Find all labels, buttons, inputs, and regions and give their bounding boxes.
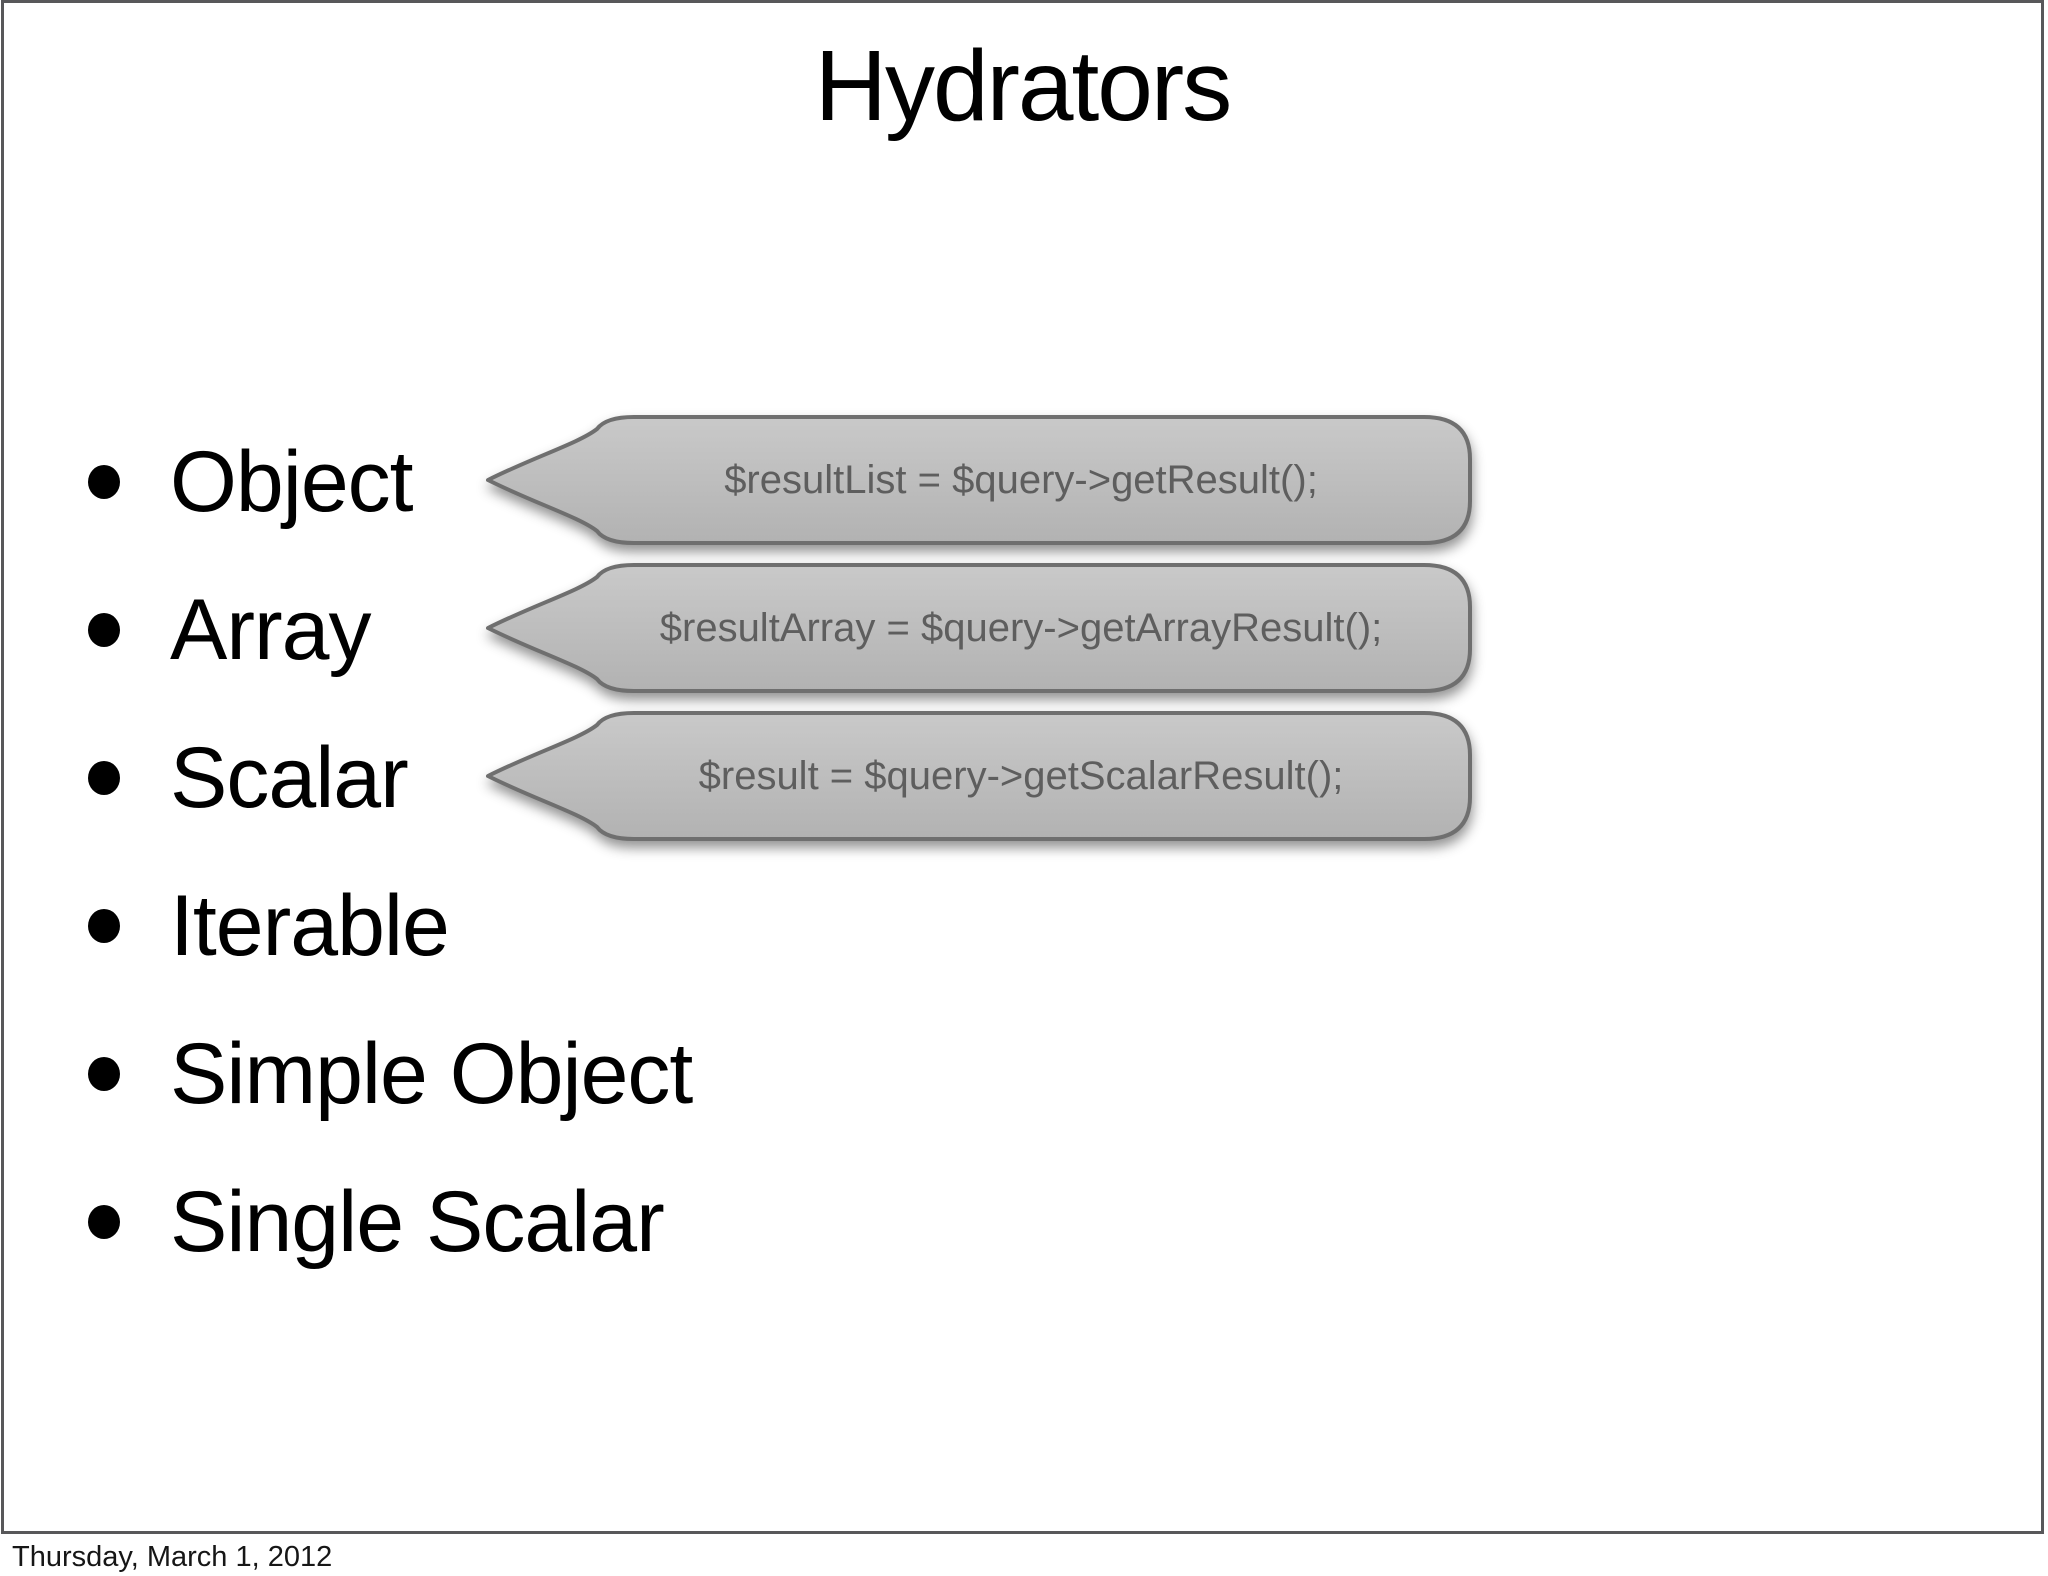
bullet-item-iterable: Iterable — [4, 852, 692, 1000]
callout-bubble-icon — [486, 711, 1472, 841]
bullet-dot-icon — [88, 909, 120, 943]
callout-bubble-icon — [486, 563, 1472, 693]
bullet-list: Object Array Scalar Iterable Simple Obje… — [4, 408, 693, 1296]
bullet-dot-icon — [88, 465, 120, 499]
callout-object-result: $resultList = $query->getResult(); — [482, 414, 1474, 546]
bullet-item-single-scalar: Single Scalar — [4, 1148, 692, 1296]
code-snippet: $resultArray = $query->getArrayResult(); — [659, 605, 1383, 650]
bullet-label: Single Scalar — [170, 1173, 665, 1270]
code-snippet: $resultList = $query->getResult(); — [724, 457, 1318, 502]
bullet-item-array: Array — [4, 556, 692, 704]
callout-array-result: $resultArray = $query->getArrayResult(); — [482, 562, 1474, 694]
slide-title: Hydrators — [814, 30, 1232, 142]
callout-bubble-icon — [486, 415, 1472, 545]
bullet-dot-icon — [88, 1205, 120, 1239]
slide-canvas: Hydrators Object Array Scalar Iterable S… — [1, 0, 2044, 1534]
callout-scalar-result: $result = $query->getScalarResult(); — [482, 710, 1474, 842]
bullet-label: Simple Object — [170, 1025, 693, 1122]
bullet-dot-icon — [88, 613, 120, 647]
bullet-label: Scalar — [170, 729, 409, 826]
bullet-item-object: Object — [4, 408, 692, 556]
bullet-item-simple-object: Simple Object — [4, 1000, 693, 1148]
footer-date: Thursday, March 1, 2012 — [12, 1541, 333, 1573]
bullet-label: Object — [170, 433, 414, 530]
bullet-item-scalar: Scalar — [4, 704, 692, 852]
bullet-label: Iterable — [170, 877, 450, 974]
code-snippet: $result = $query->getScalarResult(); — [698, 753, 1344, 798]
bullet-label: Array — [170, 581, 371, 678]
bullet-dot-icon — [88, 761, 120, 795]
bullet-dot-icon — [88, 1057, 120, 1091]
